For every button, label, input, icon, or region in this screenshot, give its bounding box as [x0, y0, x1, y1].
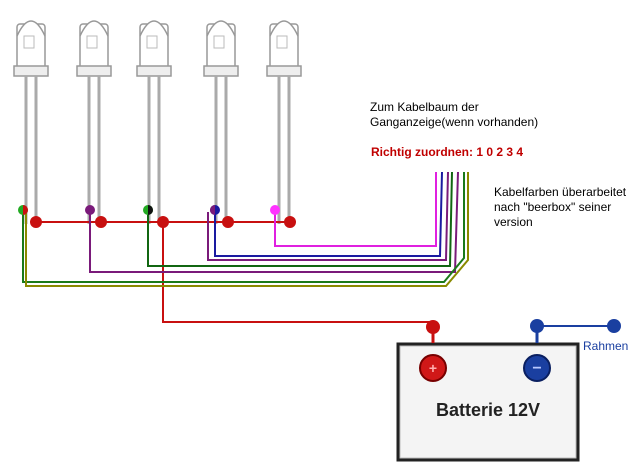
wire-colors-line1: Kabelfarben überarbeitet	[494, 185, 627, 199]
led-2-signal-dot	[85, 205, 95, 215]
frame-label: Rahmen	[583, 339, 629, 353]
led-1-common-dot	[30, 216, 42, 228]
plus-symbol: +	[429, 360, 437, 376]
wire-magenta	[274, 172, 437, 247]
battery-plus-wire-dot	[426, 320, 440, 334]
frame-ground-dot	[607, 319, 621, 333]
wire-red-to-battery	[162, 222, 434, 330]
led-5-signal-dot	[270, 205, 280, 215]
led-4	[203, 20, 239, 224]
led-5	[266, 20, 302, 224]
battery-minus-wire-dot	[530, 319, 544, 333]
harness-note: Zum Kabelbaum der Ganganzeige(wenn vorha…	[370, 100, 538, 130]
led-2	[76, 20, 112, 224]
led-5-common-dot	[284, 216, 296, 228]
minus-symbol: −	[532, 360, 541, 377]
led-2-common-dot	[95, 216, 107, 228]
led-3	[136, 20, 172, 224]
wire-colors-line3: version	[494, 215, 533, 229]
wire-green-1	[22, 172, 465, 283]
wire-purple-1	[89, 171, 459, 273]
battery-minus-terminal	[523, 354, 551, 382]
wire-blue	[214, 171, 443, 257]
wire-purple-2	[207, 171, 449, 261]
wire-olive-1	[25, 172, 469, 287]
harness-note-line2: Ganganzeige(wenn vorhanden)	[370, 115, 539, 129]
wire-green-3	[147, 171, 453, 267]
harness-note-line1: Zum Kabelbaum der	[370, 100, 479, 114]
battery-plus-terminal	[419, 354, 447, 382]
wire-colors-line2: nach "beerbox" seiner	[494, 200, 612, 214]
led-1	[13, 20, 49, 224]
led-3-common-dot	[157, 216, 169, 228]
battery-label: Batterie 12V	[435, 400, 541, 420]
wire-colors-note: Kabelfarben überarbeitet nach "beerbox" …	[494, 185, 626, 230]
assignment-note: Richtig zuordnen: 1 0 2 3 4	[371, 145, 524, 159]
led-4-common-dot	[222, 216, 234, 228]
